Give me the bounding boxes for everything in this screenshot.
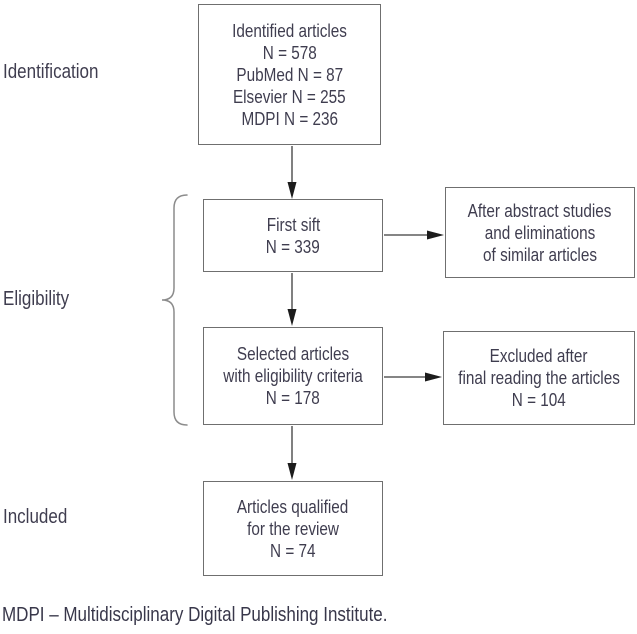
footnote-mdpi-definition: MDPI – Multidisciplinary Digital Publish…	[2, 604, 388, 626]
box-text-line: N = 104	[511, 390, 566, 410]
box-text-line: After abstract studies	[468, 200, 612, 221]
arrow-down-identified-to-first-sift	[287, 146, 297, 199]
box-excluded-after-final-reading: Excluded after final reading the article…	[443, 331, 635, 425]
box-first-sift: First sift N = 339	[203, 199, 383, 272]
box-text-line: Elsevier N = 255	[233, 86, 346, 107]
stage-label-included: Included	[3, 506, 68, 528]
box-after-abstract-eliminations: After abstract studies and eliminations …	[445, 187, 635, 278]
arrow-down-first-sift-to-selected	[287, 273, 297, 326]
box-text-line: First sift	[266, 214, 320, 235]
box-text-line: for the review	[247, 518, 339, 539]
arrow-right-first-sift-to-after-abstract	[384, 230, 444, 240]
box-text-line: and eliminations	[484, 222, 596, 243]
box-text-line: final reading the articles	[458, 368, 620, 388]
box-text-line: Articles qualified	[237, 496, 349, 517]
box-identified-articles: Identified articles N = 578 PubMed N = 8…	[198, 4, 381, 145]
box-text-line: N = 578	[262, 42, 317, 63]
arrow-down-selected-to-qualified	[287, 426, 297, 480]
box-text-line: Selected articles	[236, 344, 350, 364]
box-text-line: Excluded after	[490, 346, 588, 366]
box-selected-articles: Selected articles with eligibility crite…	[203, 327, 383, 425]
box-text-line: MDPI N = 236	[241, 108, 338, 129]
box-text-line: N = 178	[265, 388, 320, 408]
box-text-line: N = 339	[265, 236, 320, 257]
box-text-line: with eligibility criteria	[223, 366, 363, 386]
box-text-line: PubMed N = 87	[236, 64, 343, 85]
arrow-right-selected-to-excluded	[384, 372, 442, 382]
box-text-line: N = 74	[270, 540, 316, 561]
box-text-line: Identified articles	[232, 20, 347, 41]
box-articles-qualified: Articles qualified for the review N = 74	[203, 481, 383, 576]
eligibility-brace	[161, 194, 188, 426]
stage-label-identification: Identification	[3, 61, 99, 83]
stage-label-eligibility: Eligibility	[3, 288, 70, 310]
box-text-line: of similar articles	[483, 244, 597, 265]
